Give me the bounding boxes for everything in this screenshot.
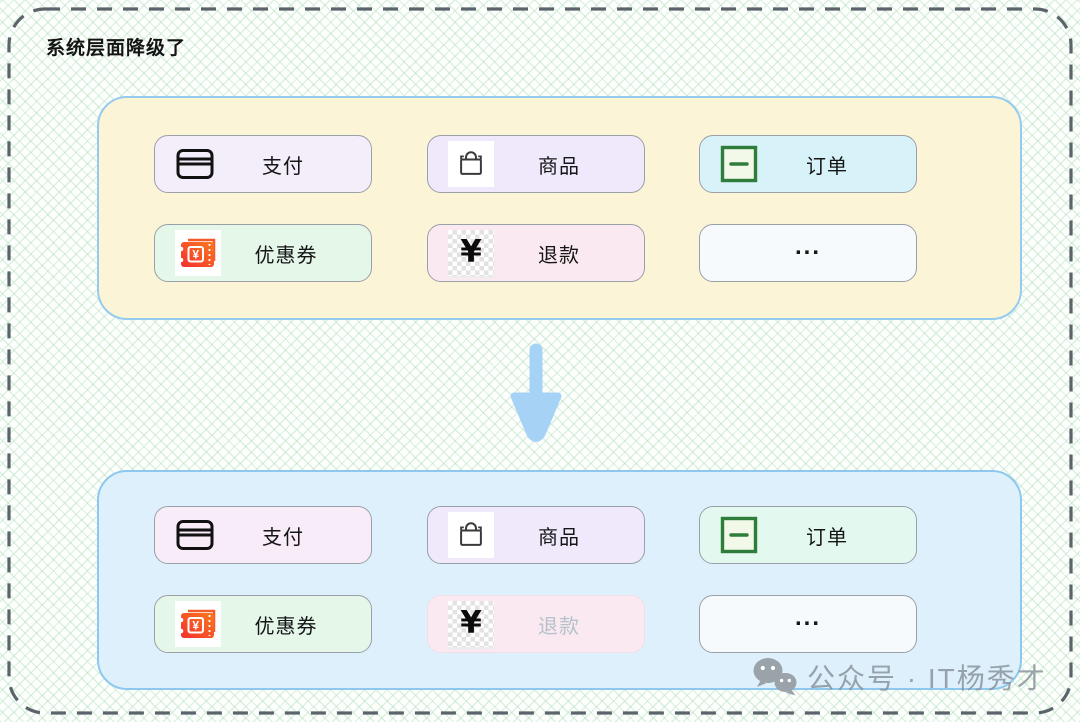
svg-text:¥: ¥	[192, 248, 199, 262]
card-payment: 支付	[154, 506, 372, 564]
wechat-icon	[753, 658, 797, 696]
down-arrow-icon	[510, 343, 562, 442]
diagram-title: 系统层面降级了	[46, 38, 187, 59]
card-label: 退款	[538, 615, 580, 638]
card-label: 订单	[806, 155, 848, 178]
shopping-bag-icon	[448, 512, 494, 558]
card-coupon: ¥ 优惠券	[154, 224, 372, 282]
card-label: 商品	[538, 155, 580, 178]
order-minus-icon	[720, 145, 758, 183]
card-more: ...	[699, 224, 917, 282]
card-more: ...	[699, 595, 917, 653]
card-product: 商品	[427, 506, 645, 564]
card-product: 商品	[427, 135, 645, 193]
card-refund-degraded: ¥ 退款	[427, 595, 645, 653]
card-label: 退款	[538, 244, 580, 267]
shopping-bag-icon	[448, 141, 494, 187]
card-order: 订单	[699, 135, 917, 193]
card-label: 优惠券	[254, 244, 318, 267]
card-order: 订单	[699, 506, 917, 564]
order-minus-icon	[720, 516, 758, 554]
yuan-icon: ¥	[448, 230, 494, 276]
watermark-text: 公众号 · IT杨秀才	[807, 663, 1047, 694]
credit-card-icon	[175, 147, 215, 181]
services-group-normal: 支付 商品 订单	[97, 96, 1022, 320]
watermark: 公众号 · IT杨秀才	[752, 656, 1047, 698]
card-label: 商品	[538, 526, 580, 549]
yuan-icon: ¥	[448, 601, 494, 647]
card-label: 支付	[262, 155, 304, 178]
card-label: 订单	[806, 526, 848, 549]
services-group-degraded: 支付 商品 订单	[97, 470, 1022, 690]
card-coupon: ¥ 优惠券	[154, 595, 372, 653]
coupon-icon: ¥	[175, 601, 221, 647]
card-refund: ¥ 退款	[427, 224, 645, 282]
svg-text:¥: ¥	[192, 619, 199, 633]
coupon-icon: ¥	[175, 230, 221, 276]
credit-card-icon	[175, 518, 215, 552]
card-label: 支付	[262, 526, 304, 549]
card-payment: 支付	[154, 135, 372, 193]
card-label: 优惠券	[254, 615, 318, 638]
